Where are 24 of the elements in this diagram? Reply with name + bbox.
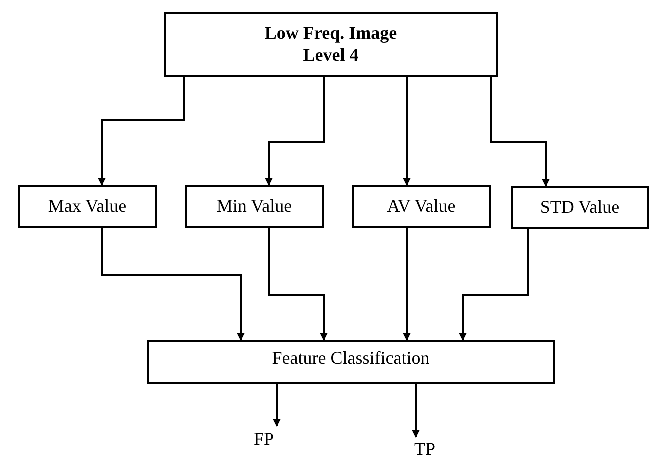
box-label: Low Freq. Image Level 4 — [264, 22, 398, 66]
arrow — [273, 384, 281, 427]
output-label: TP — [414, 439, 436, 461]
arrow — [265, 77, 325, 186]
arrow — [101, 228, 245, 341]
process-box — [352, 185, 491, 228]
arrow — [459, 229, 529, 341]
box-label: Feature Classification — [272, 348, 430, 370]
arrow — [490, 77, 550, 187]
arrow — [403, 77, 411, 186]
process-box — [164, 12, 498, 77]
box-label: Min Value — [216, 196, 292, 218]
process-box — [185, 185, 324, 228]
box-label: AV Value — [387, 196, 456, 218]
arrow — [403, 228, 411, 341]
arrow — [412, 384, 420, 438]
process-box — [147, 340, 555, 384]
arrow — [98, 77, 185, 186]
process-box — [18, 185, 157, 228]
arrow — [268, 228, 328, 341]
output-label: FP — [254, 429, 274, 451]
box-label: Max Value — [48, 196, 127, 218]
box-label: STD Value — [540, 196, 620, 218]
process-box — [511, 186, 649, 229]
